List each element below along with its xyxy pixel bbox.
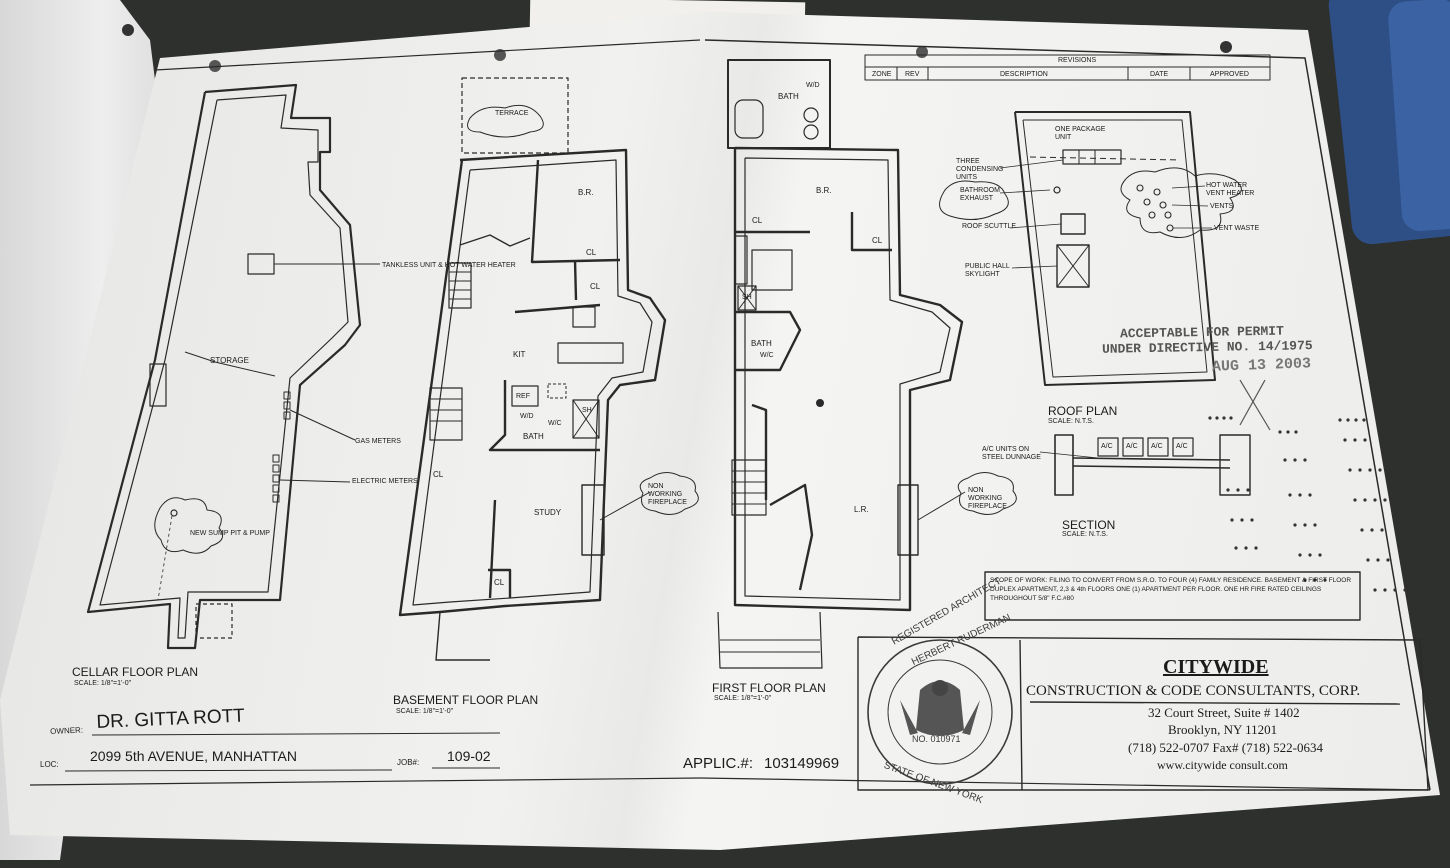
basement-plan-title: BASEMENT FLOOR PLAN	[393, 693, 539, 707]
first-wc-label: W/C	[760, 352, 774, 359]
roof-hot-water-note: HOT WATER VENT HEATER	[1206, 182, 1255, 197]
stamp-cross	[1239, 379, 1271, 431]
first-cl2-label: CL	[872, 236, 883, 245]
first-lr-label: L.R.	[854, 505, 869, 514]
roof-plan-title: ROOF PLAN	[1048, 404, 1118, 418]
cellar-boiler-note: TANKLESS UNIT & HOT WATER HEATER	[382, 262, 516, 269]
permit-stamp-date: AUG 13 2003	[1211, 355, 1312, 376]
basement-plan-scale: SCALE: 1/8"=1'-0"	[396, 708, 454, 715]
company-address1: 32 Court Street, Suite # 1402	[1148, 705, 1300, 720]
section-title: SECTION	[1062, 518, 1116, 532]
roof-plan-scale: SCALE: N.T.S.	[1048, 418, 1094, 425]
applic-value: 103149969	[764, 755, 840, 772]
rev-col-approved: APPROVED	[1210, 71, 1249, 78]
rev-col-date: DATE	[1150, 71, 1169, 78]
first-plan-scale: SCALE: 1/8"=1'-0"	[714, 695, 772, 702]
roof-package-note: ONE PACKAGE UNIT	[1055, 126, 1106, 141]
basement-cl3-label: CL	[433, 470, 444, 479]
basement-sh-label: SH	[582, 407, 592, 414]
rev-col-zone: ZONE	[872, 71, 892, 78]
location-value: 2099 5th AVENUE, MANHATTAN	[90, 748, 297, 764]
binder-hole-icon	[494, 49, 506, 61]
basement-wd-label: W/D	[520, 413, 534, 420]
roof-plan	[939, 111, 1242, 386]
basement-bath-label: BATH	[523, 432, 544, 441]
cellar-sump-note: NEW SUMP PIT & PUMP	[190, 530, 270, 537]
revisions-table	[864, 54, 1271, 81]
company-phone: (718) 522-0707 Fax# (718) 522-0634	[1128, 740, 1323, 755]
first-floor-plan	[717, 59, 1017, 669]
company-name: CITYWIDE	[1163, 656, 1269, 678]
rev-col-description: DESCRIPTION	[1000, 71, 1048, 78]
first-fireplace-note: NON WORKING FIREPLACE	[968, 487, 1007, 510]
first-wd-label: W/D	[806, 82, 820, 89]
roof-vent-waste-note: VENT WASTE	[1214, 225, 1260, 232]
company-subtitle: CONSTRUCTION & CODE CONSULTANTS, CORP.	[1026, 683, 1361, 699]
revisions-title: REVISIONS	[1058, 57, 1097, 64]
ac-label-2: A/C	[1126, 443, 1138, 450]
first-sh-label: SH	[742, 294, 752, 301]
basement-ref-label: REF	[516, 393, 530, 400]
basement-terrace-label: TERRACE	[495, 110, 529, 117]
basement-floor-plan	[398, 77, 699, 661]
basement-study-label: STUDY	[534, 508, 562, 517]
ac-label-3: A/C	[1151, 443, 1163, 450]
first-bath-label: BATH	[751, 339, 772, 348]
basement-kit-label: KIT	[513, 350, 526, 359]
roof-vents-note: VENTS	[1210, 203, 1234, 210]
basement-cl2-label: CL	[590, 282, 601, 291]
company-website: www.citywide consult.com	[1157, 758, 1288, 772]
first-br-label: B.R.	[816, 186, 832, 195]
basement-cl1-label: CL	[586, 248, 597, 257]
binder-hole-icon	[916, 46, 928, 58]
ac-label-4: A/C	[1176, 443, 1188, 450]
basement-cl4-label: CL	[494, 578, 505, 587]
company-address2: Brooklyn, NY 11201	[1168, 722, 1278, 737]
cellar-plan-scale: SCALE: 1/8"=1'-0"	[74, 680, 132, 687]
roof-scuttle-note: ROOF SCUTTLE	[962, 223, 1017, 230]
cellar-storage-label: STORAGE	[210, 356, 249, 365]
roof-skylight-note: PUBLIC HALL SKYLIGHT	[965, 263, 1010, 278]
owner-label: OWNER:	[50, 725, 84, 736]
ac-label-1: A/C	[1101, 443, 1113, 450]
basement-wc-label: W/C	[548, 420, 562, 427]
binder-hole-icon	[1220, 41, 1232, 53]
rev-col-rev: REV	[905, 71, 920, 78]
location-label: LOC:	[40, 760, 59, 769]
first-plan-title: FIRST FLOOR PLAN	[712, 681, 826, 695]
section-scale: SCALE: N.T.S.	[1062, 531, 1108, 538]
architect-seal	[867, 639, 1013, 785]
title-block	[857, 636, 1429, 791]
roof-exhaust-note: BATHROOM EXHAUST	[960, 187, 1000, 202]
basement-br-label: B.R.	[578, 188, 594, 197]
scope-of-work: SCOPE OF WORK: FILING TO CONVERT FROM S.…	[990, 577, 1352, 602]
section-ac-note: A/C UNITS ON STEEL DUNNAGE	[982, 446, 1041, 461]
first-bath-top-label: BATH	[778, 92, 799, 101]
job-label: JOB#:	[397, 758, 420, 767]
job-value: 109-02	[447, 748, 491, 764]
dot-marks	[1208, 416, 1407, 592]
binder-hole-icon	[122, 24, 134, 36]
cellar-floor-plan	[86, 83, 380, 650]
title-underlines	[64, 732, 501, 772]
applic-label: APPLIC.#:	[683, 755, 754, 772]
cellar-gas-meters-note: GAS METERS	[355, 438, 401, 445]
first-cl1-label: CL	[752, 216, 763, 225]
seal-number: NO. 010971	[912, 734, 961, 744]
basement-fireplace-note: NON WORKING FIREPLACE	[648, 483, 687, 506]
scope-box	[984, 571, 1361, 621]
cellar-plan-title: CELLAR FLOOR PLAN	[72, 665, 199, 679]
section-drawing	[1039, 434, 1251, 496]
cellar-electric-meters-note: ELECTRIC METERS	[352, 478, 418, 485]
roof-condensing-note: THREE CONDENSING UNITS	[956, 158, 1004, 181]
binder-hole-icon	[209, 60, 221, 72]
